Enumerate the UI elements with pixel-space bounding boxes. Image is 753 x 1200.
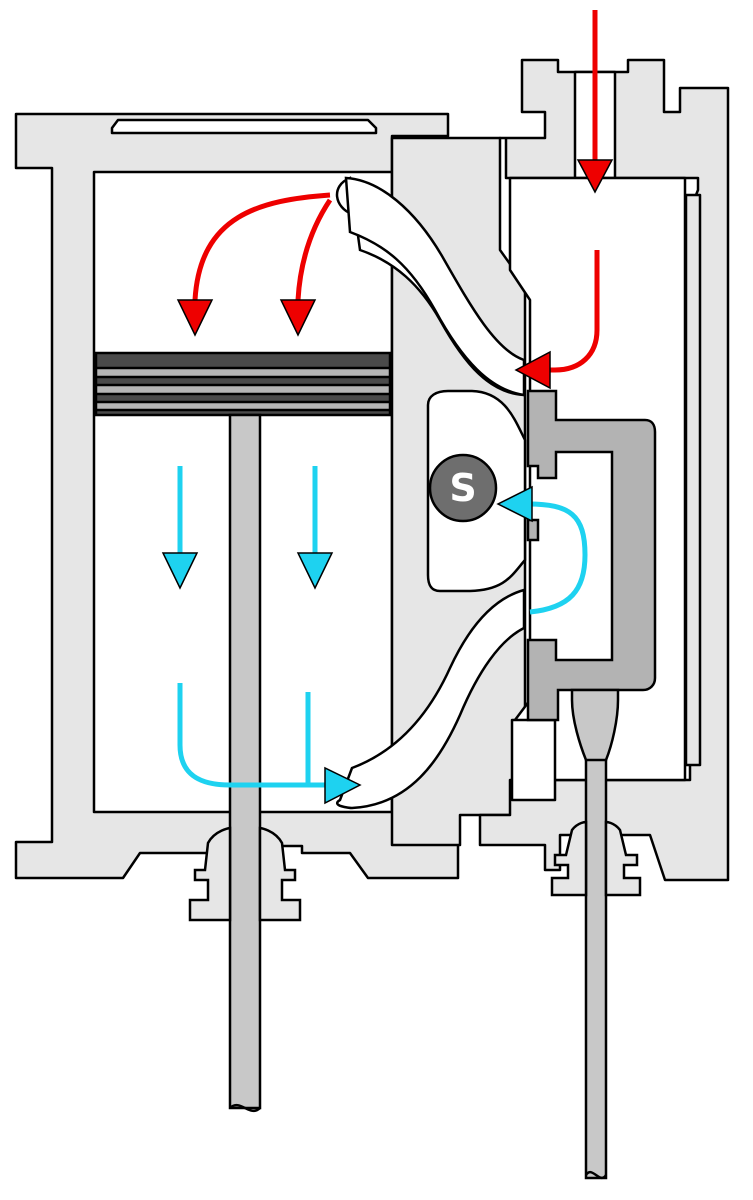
valve-rod-end [584, 1170, 608, 1180]
cylinder-gland [188, 826, 302, 922]
cylinder-gland-body-right [258, 826, 302, 922]
slide-valve-face [526, 518, 540, 542]
exhaust-arrowhead-left [161, 552, 199, 590]
live-steam-arrowheads [176, 159, 614, 390]
steam-to-piston-arrowhead-left [176, 299, 214, 337]
piston-rod [228, 413, 262, 1113]
exhaust-arrowhead-right [296, 552, 334, 590]
piston-rod-shaft [228, 413, 262, 1110]
valve-gland-left [550, 820, 588, 897]
piston-ring-1 [94, 366, 392, 379]
exhaust-port-circle [428, 453, 498, 523]
chest-liner [684, 193, 702, 767]
steam-to-piston-arrowhead-right [279, 299, 317, 337]
piston [94, 351, 392, 417]
piston-ring-3 [94, 400, 392, 412]
exhaust-out-arrow-shaft [527, 501, 588, 615]
upper-port-passage [344, 176, 526, 397]
live-steam-flow [192, 10, 600, 373]
steam-chest-arrowhead [514, 350, 551, 390]
valve-gland-right [604, 820, 642, 897]
exhaust-return-arrowhead [324, 766, 362, 805]
exhaust-out-arrowhead [496, 485, 533, 523]
exhaust-steam-flow [177, 466, 588, 788]
exhaust-port-marker: S [428, 453, 498, 523]
steam-to-piston-arrow-right-shaft [295, 198, 333, 301]
exhaust-pocket [510, 718, 557, 802]
piston-rod-end [229, 1103, 261, 1113]
piston-ring-2 [94, 383, 392, 396]
slide-valve-body [526, 389, 657, 722]
cylinder-gland-body [188, 826, 232, 922]
steam-inlet-arrowhead [576, 159, 614, 194]
exhaust-steam-arrowheads [161, 485, 533, 805]
valve-rod [570, 688, 620, 1180]
cylinder-cover-recess [110, 118, 378, 135]
exhaust-port-label: S [449, 466, 476, 510]
steam-to-piston-arrow-left-shaft [192, 192, 331, 301]
valve-rod-shaft [584, 706, 608, 1180]
slide-valve [526, 389, 657, 722]
valve-rod-coupling [570, 688, 620, 762]
valve-gland [550, 820, 642, 897]
exhaust-return-arrow-shaft [177, 683, 330, 788]
lower-port-passage [336, 588, 526, 810]
steam-chest-arrow-shaft [545, 250, 600, 373]
